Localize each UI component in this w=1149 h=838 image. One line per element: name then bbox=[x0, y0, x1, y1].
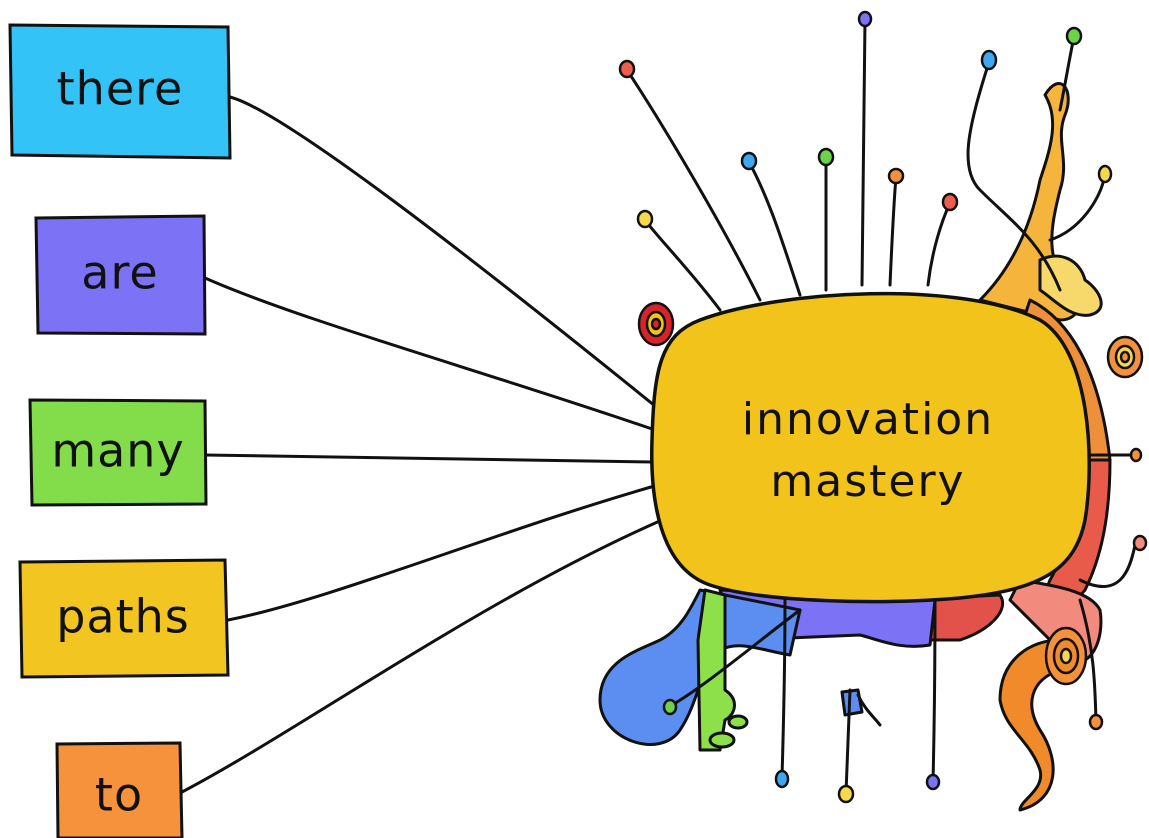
dot-yellow-2 bbox=[1097, 164, 1113, 184]
word-box-to: to bbox=[55, 741, 184, 838]
word-box-are-rect bbox=[34, 214, 207, 336]
word-box-many: many bbox=[28, 398, 208, 507]
word-box-many-rect bbox=[28, 398, 208, 507]
dot-yellow-3 bbox=[837, 784, 855, 804]
dot-orange bbox=[887, 167, 905, 185]
spiral-targets bbox=[637, 301, 1144, 686]
word-box-there-rect bbox=[8, 23, 232, 160]
dot-purple bbox=[857, 10, 873, 28]
connector-many bbox=[203, 453, 655, 464]
connector-to bbox=[180, 518, 664, 794]
word-there: there bbox=[57, 62, 184, 116]
dot-pink bbox=[1132, 534, 1148, 552]
center-title-line1: innovation bbox=[742, 394, 994, 445]
dot-red-2 bbox=[941, 192, 959, 212]
word-box-paths-rect bbox=[18, 558, 230, 679]
word-to: to bbox=[95, 768, 143, 822]
connectors bbox=[180, 95, 664, 794]
dot-blue-3 bbox=[774, 769, 790, 789]
dot-yellow bbox=[636, 209, 654, 229]
dot-green-2 bbox=[1065, 26, 1083, 46]
word-box-are: are bbox=[34, 214, 207, 336]
word-many: many bbox=[51, 424, 184, 478]
connector-are bbox=[203, 276, 657, 432]
dot-red bbox=[618, 59, 636, 79]
word-paths: paths bbox=[56, 590, 190, 644]
green-blob bbox=[708, 731, 736, 749]
connector-paths bbox=[226, 483, 660, 622]
dot-purple-2 bbox=[925, 773, 941, 791]
antenna-dots bbox=[618, 10, 1148, 804]
yellow-flame-shape bbox=[1038, 254, 1103, 317]
dot-blue bbox=[740, 151, 758, 171]
center-blob-shape bbox=[650, 291, 1091, 604]
dot-green-3 bbox=[662, 698, 678, 716]
green-blob-2 bbox=[727, 714, 749, 730]
blue-flag-shape bbox=[840, 688, 864, 717]
word-are: are bbox=[81, 246, 158, 300]
dot-orange-3 bbox=[1088, 713, 1104, 731]
dot-orange-2 bbox=[1129, 447, 1143, 463]
dot-green bbox=[817, 147, 835, 167]
dot-blue-2 bbox=[980, 49, 998, 71]
green-drip-shape bbox=[696, 588, 736, 752]
center-node: innovation mastery bbox=[650, 291, 1091, 604]
word-box-there: there bbox=[8, 23, 232, 160]
center-title-line2: mastery bbox=[770, 456, 965, 507]
word-box-paths: paths bbox=[18, 558, 230, 679]
connector-there bbox=[228, 95, 662, 412]
word-box-to-rect bbox=[55, 741, 184, 838]
antennae bbox=[625, 18, 1137, 795]
